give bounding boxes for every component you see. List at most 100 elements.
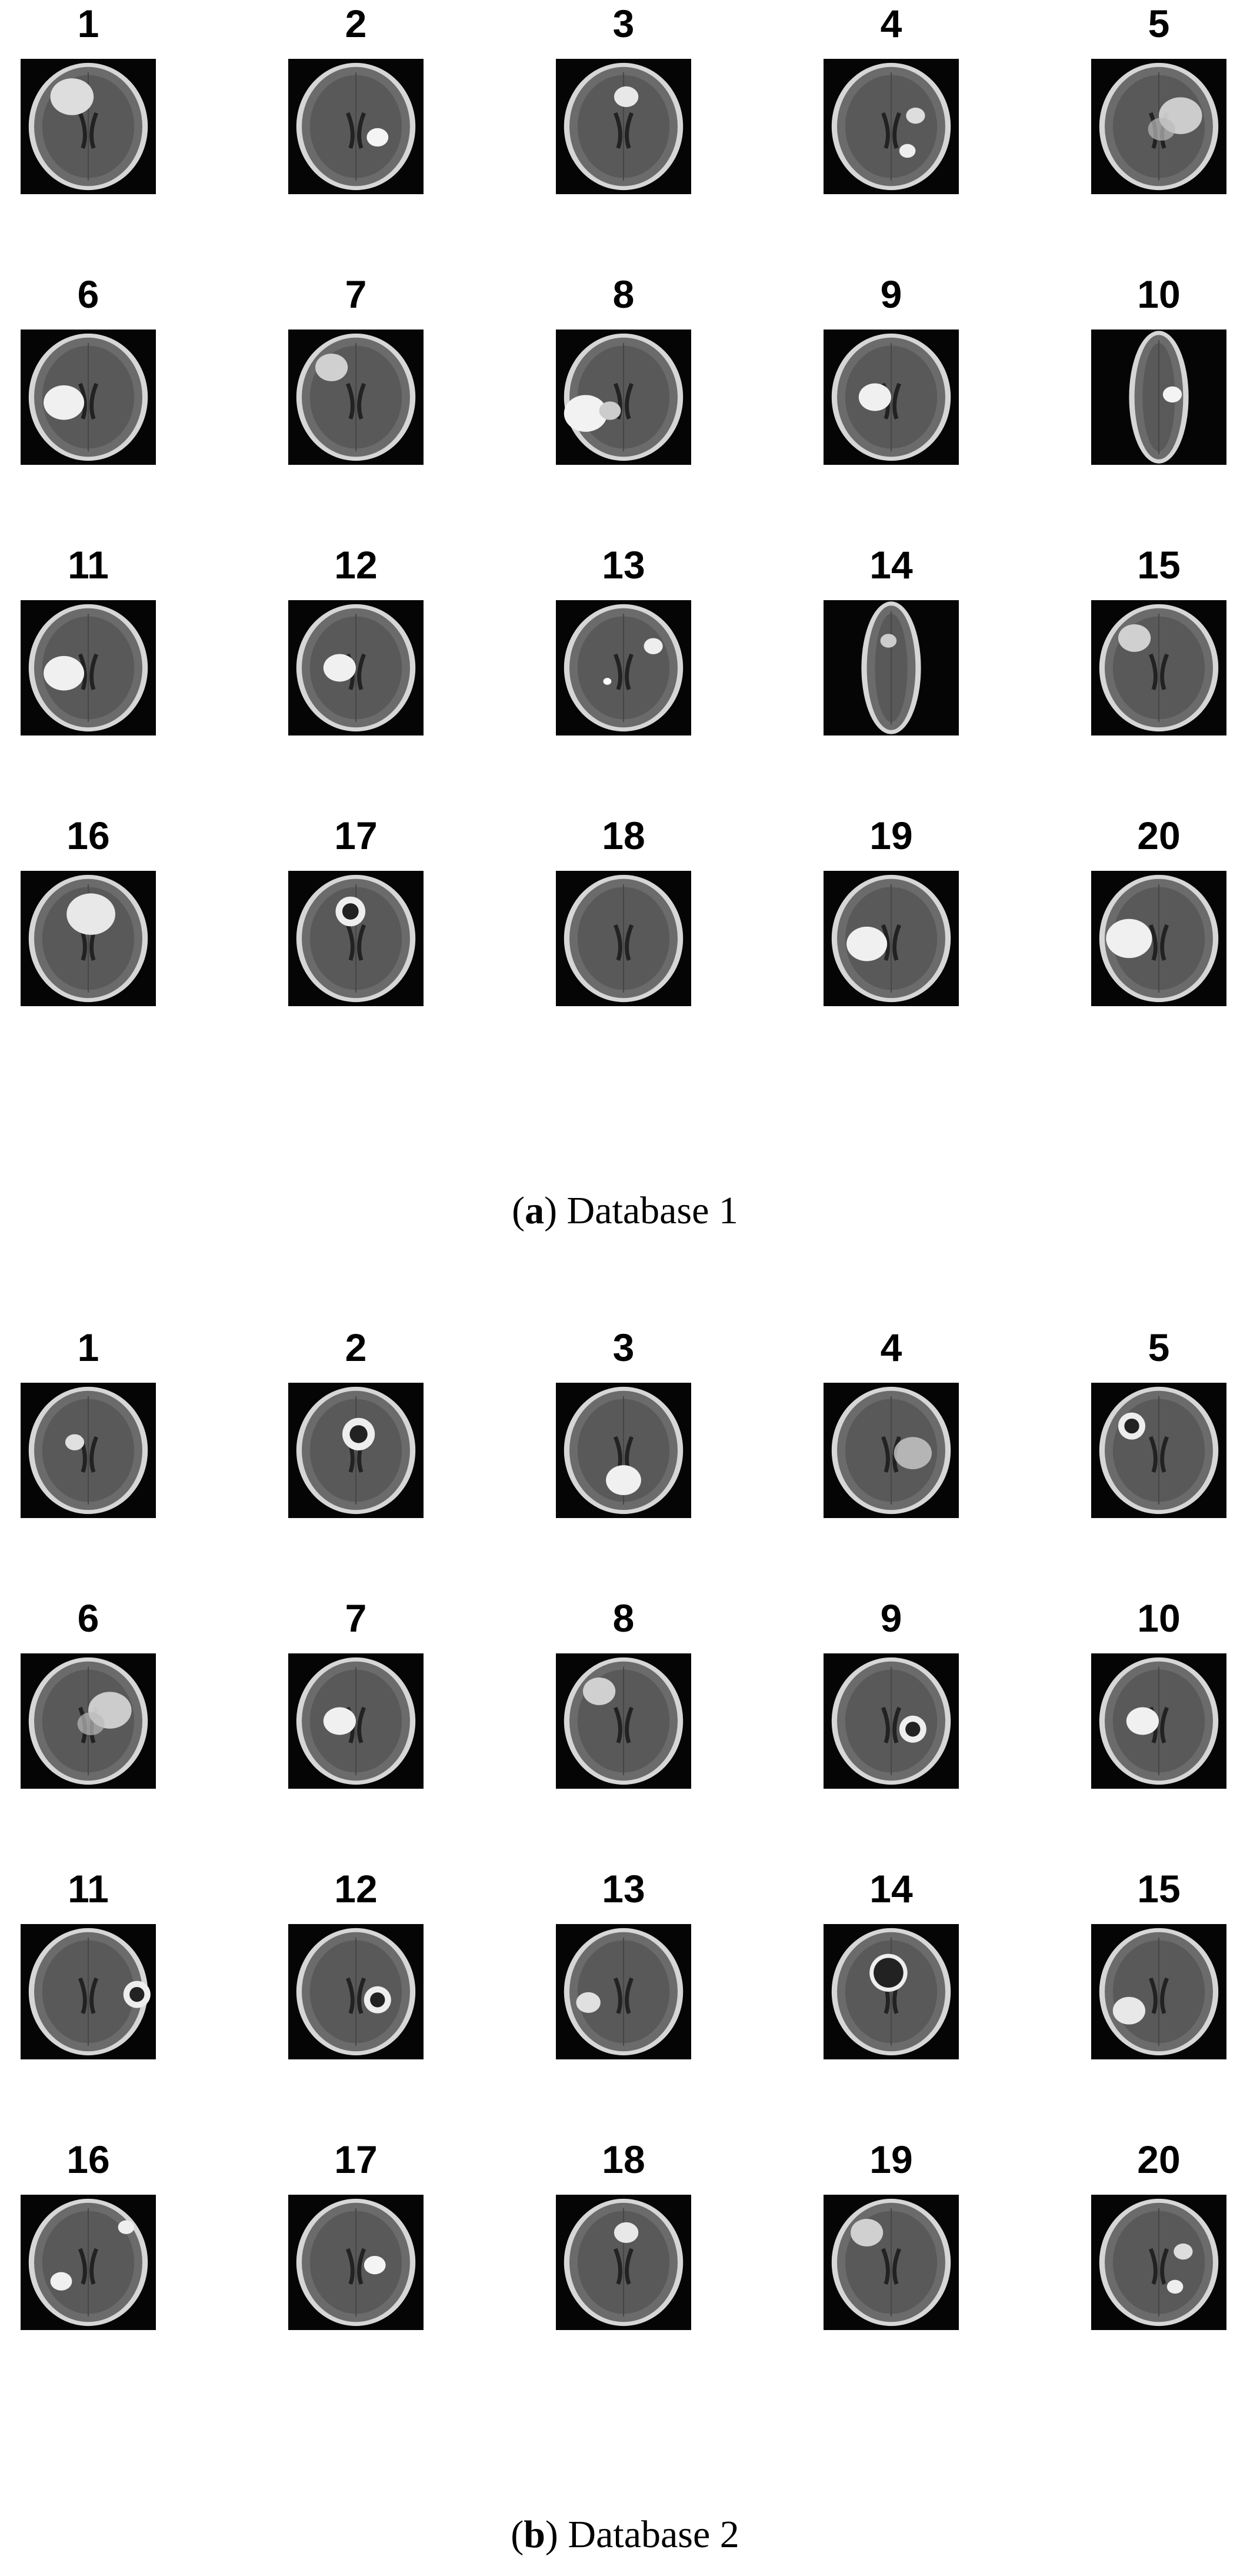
- brain-mri-image: [556, 59, 691, 194]
- brain-mri-image: [21, 871, 156, 1006]
- brain-scan-cell: 14: [803, 541, 979, 735]
- brain-mri-image: [824, 1653, 959, 1789]
- image-number: 14: [869, 1867, 913, 1911]
- brain-scan-cell: 16: [0, 812, 176, 1006]
- brain-mri-image: [1091, 330, 1226, 465]
- brain-scan-cell: 3: [535, 0, 712, 194]
- brain-mri-image: [556, 1383, 691, 1518]
- brain-scan-cell: 3: [535, 1324, 712, 1518]
- image-number: 10: [1137, 272, 1181, 316]
- image-number: 18: [602, 814, 645, 857]
- image-number: 11: [68, 543, 109, 587]
- brain-mri-image: [824, 2195, 959, 2330]
- brain-mri-image: [21, 1653, 156, 1789]
- brain-scan-cell: 4: [803, 1324, 979, 1518]
- brain-mri-image: [1091, 1924, 1226, 2059]
- brain-scan-cell: 15: [1071, 1865, 1247, 2059]
- brain-scan-cell: 11: [0, 1865, 176, 2059]
- brain-scan-cell: 10: [1071, 1595, 1247, 1789]
- brain-mri-image: [21, 330, 156, 465]
- brain-mri-image: [1091, 1383, 1226, 1518]
- brain-scan-cell: 20: [1071, 2136, 1247, 2330]
- brain-scan-cell: 5: [1071, 0, 1247, 194]
- image-number: 5: [1148, 2, 1170, 45]
- panel-caption: (b) Database 2: [511, 2513, 739, 2556]
- brain-mri-image: [1091, 871, 1226, 1006]
- brain-scan-cell: 12: [268, 541, 444, 735]
- brain-mri-image: [288, 600, 424, 735]
- brain-scan-cell: 4: [803, 0, 979, 194]
- brain-mri-image: [824, 1383, 959, 1518]
- brain-mri-image: [556, 1653, 691, 1789]
- brain-mri-image: [556, 2195, 691, 2330]
- brain-scan-cell: 15: [1071, 541, 1247, 735]
- image-number: 20: [1137, 814, 1181, 857]
- brain-mri-image: [556, 871, 691, 1006]
- brain-mri-image: [824, 59, 959, 194]
- image-number: 3: [612, 2, 635, 45]
- image-number: 5: [1148, 1326, 1170, 1369]
- brain-mri-image: [824, 871, 959, 1006]
- image-number: 9: [880, 1596, 902, 1640]
- brain-scan-cell: 19: [803, 812, 979, 1006]
- brain-mri-image: [824, 1924, 959, 2059]
- brain-mri-image: [21, 1383, 156, 1518]
- image-number: 8: [612, 272, 635, 316]
- brain-scan-cell: 6: [0, 1595, 176, 1789]
- image-number: 17: [334, 2138, 378, 2181]
- brain-mri-image: [1091, 1653, 1226, 1789]
- image-number: 12: [334, 1867, 378, 1911]
- image-number: 2: [345, 2, 367, 45]
- image-number: 14: [869, 543, 913, 587]
- image-number: 11: [68, 1867, 109, 1911]
- image-number: 9: [880, 272, 902, 316]
- brain-mri-image: [21, 2195, 156, 2330]
- caption-text: Database 2: [568, 2513, 739, 2556]
- image-number: 7: [345, 272, 367, 316]
- brain-scan-cell: 7: [268, 271, 444, 465]
- image-number: 6: [77, 272, 99, 316]
- brain-mri-image: [1091, 2195, 1226, 2330]
- brain-scan-cell: 10: [1071, 271, 1247, 465]
- brain-mri-image: [1091, 59, 1226, 194]
- panel-caption: (a) Database 1: [512, 1189, 738, 1232]
- brain-scan-cell: 12: [268, 1865, 444, 2059]
- brain-mri-image: [21, 59, 156, 194]
- brain-scan-cell: 17: [268, 2136, 444, 2330]
- image-number: 16: [66, 814, 110, 857]
- panel-database-1: 1 2 3 4: [0, 0, 1250, 1265]
- brain-scan-cell: 11: [0, 541, 176, 735]
- brain-scan-cell: 18: [535, 2136, 712, 2330]
- image-number: 6: [77, 1596, 99, 1640]
- brain-mri-image: [556, 330, 691, 465]
- image-number: 19: [869, 814, 913, 857]
- brain-scan-cell: 17: [268, 812, 444, 1006]
- caption-letter: b: [524, 2513, 545, 2556]
- image-number: 15: [1137, 543, 1181, 587]
- brain-mri-image: [288, 1383, 424, 1518]
- brain-scan-cell: 9: [803, 1595, 979, 1789]
- caption-text: Database 1: [566, 1189, 738, 1232]
- brain-scan-cell: 13: [535, 1865, 712, 2059]
- image-number: 4: [880, 1326, 902, 1369]
- brain-mri-image: [288, 1653, 424, 1789]
- brain-scan-cell: 2: [268, 0, 444, 194]
- panel-database-2: 1 2 3 4: [0, 1324, 1250, 2576]
- image-number: 1: [77, 2, 99, 45]
- image-number: 3: [612, 1326, 635, 1369]
- image-number: 13: [602, 543, 645, 587]
- brain-mri-image: [288, 871, 424, 1006]
- brain-scan-cell: 19: [803, 2136, 979, 2330]
- image-number: 16: [66, 2138, 110, 2181]
- image-number: 18: [602, 2138, 645, 2181]
- brain-mri-image: [824, 330, 959, 465]
- brain-scan-cell: 18: [535, 812, 712, 1006]
- brain-mri-image: [824, 600, 959, 735]
- brain-scan-cell: 5: [1071, 1324, 1247, 1518]
- image-number: 12: [334, 543, 378, 587]
- brain-mri-image: [556, 600, 691, 735]
- image-number: 17: [334, 814, 378, 857]
- image-number: 4: [880, 2, 902, 45]
- image-number: 7: [345, 1596, 367, 1640]
- image-number: 15: [1137, 1867, 1181, 1911]
